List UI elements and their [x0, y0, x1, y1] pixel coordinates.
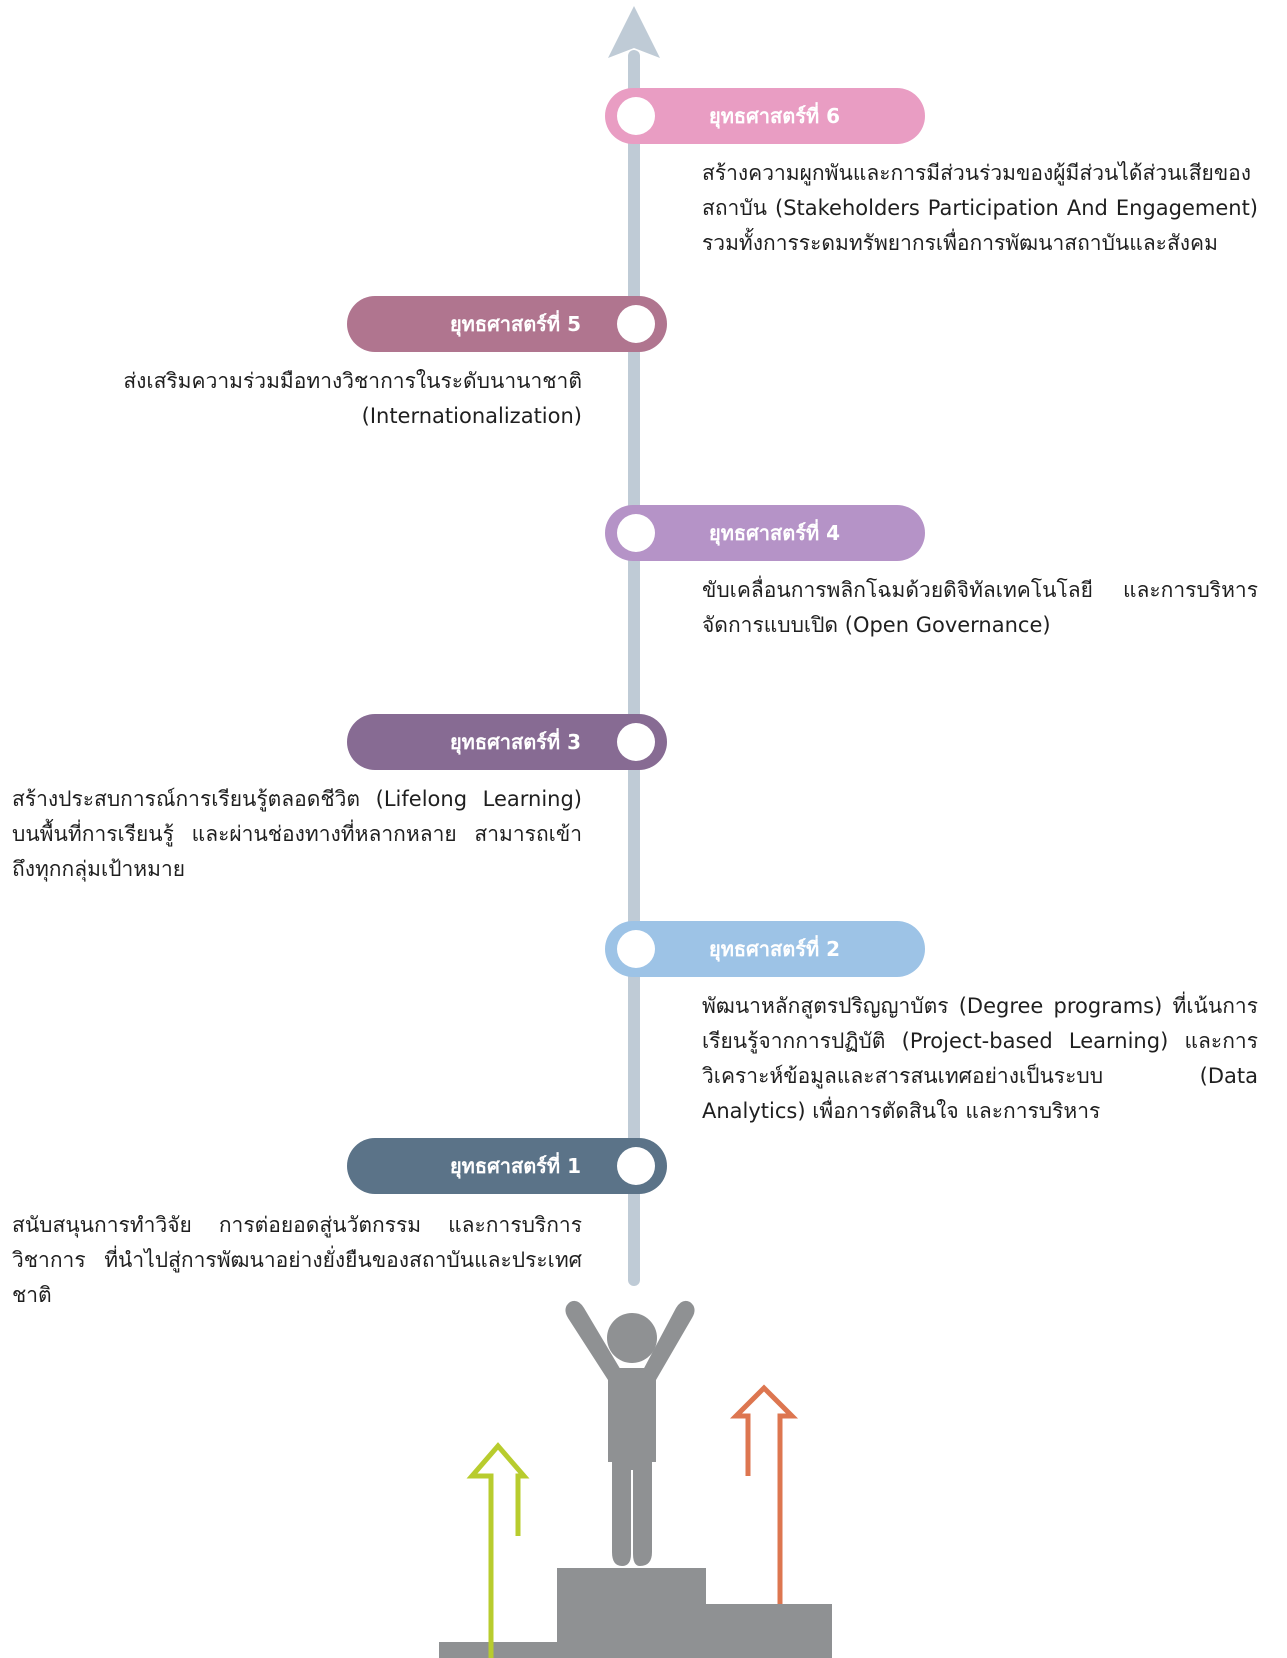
- person-figure: [565, 1300, 695, 1566]
- strategy-4-description: ขับเคลื่อนการพลิกโฉมด้วยดิจิทัลเทคโนโลยี…: [702, 578, 1258, 637]
- strategy-2-label: ยุทธศาสตร์ที่ 2: [709, 937, 841, 961]
- timeline-line: [628, 50, 640, 1286]
- timeline-node-3: [617, 723, 655, 761]
- strategy-4-label: ยุทธศาสตร์ที่ 4: [709, 521, 841, 545]
- timeline-node-2: [617, 930, 655, 968]
- strategy-1-pill: ยุทธศาสตร์ที่ 1: [347, 1138, 667, 1194]
- podium-left: [439, 1642, 559, 1658]
- strategy-1-description: สนับสนุนการทำวิจัย การต่อยอดสู่นวัตกรรม …: [12, 1213, 582, 1307]
- growth-arrow-green: [466, 1442, 530, 1658]
- timeline-node-1: [617, 1147, 655, 1185]
- strategy-6-label: ยุทธศาสตร์ที่ 6: [709, 104, 841, 128]
- timeline-node-5: [617, 305, 655, 343]
- strategy-3-pill: ยุทธศาสตร์ที่ 3: [347, 714, 667, 770]
- strategy-4-pill: ยุทธศาสตร์ที่ 4: [605, 505, 925, 561]
- strategy-5-pill: ยุทธศาสตร์ที่ 5: [347, 296, 667, 352]
- podium-center: [557, 1568, 706, 1658]
- strategy-3-label: ยุทธศาสตร์ที่ 3: [449, 730, 581, 754]
- strategy-5-description: ส่งเสริมความร่วมมือทางวิชาการในระดับนานา…: [123, 369, 582, 428]
- strategy-2-pill: ยุทธศาสตร์ที่ 2: [605, 921, 925, 977]
- strategy-5-label: ยุทธศาสตร์ที่ 5: [449, 312, 581, 336]
- strategy-2-description: พัฒนาหลักสูตรปริญญาบัตร (Degree programs…: [702, 994, 1258, 1123]
- timeline-node-6: [617, 97, 655, 135]
- strategy-6-description: สร้างความผูกพันและการมีส่วนร่วมของผู้มีส…: [702, 161, 1258, 255]
- timeline-arrow-head: [608, 6, 660, 58]
- podium-right: [704, 1604, 832, 1658]
- strategy-3-description: สร้างประสบการณ์การเรียนรู้ตลอดชีวิต (Lif…: [12, 787, 582, 881]
- strategy-1-label: ยุทธศาสตร์ที่ 1: [449, 1154, 581, 1178]
- growth-arrow-orange: [729, 1384, 799, 1604]
- strategy-6-pill: ยุทธศาสตร์ที่ 6: [605, 88, 925, 144]
- timeline-node-4: [617, 514, 655, 552]
